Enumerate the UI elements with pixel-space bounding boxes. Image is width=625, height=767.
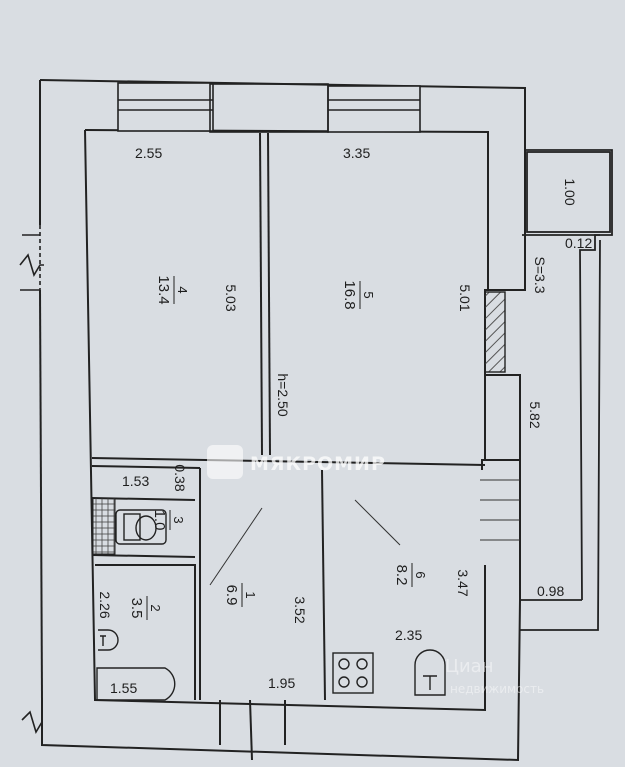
dim-bath-length: 2.26 — [97, 591, 113, 618]
balcony — [520, 149, 613, 631]
room-4-area: 13.4 — [155, 275, 172, 304]
room-3-area: 1.0 — [151, 510, 168, 531]
watermark-brand: МЯКРОМИР — [250, 453, 386, 475]
dim-room4-length: 5.03 — [223, 284, 239, 311]
bathtub-icon — [96, 667, 176, 701]
dim-balcony-gap: 0.12 — [565, 235, 592, 251]
dim-hall-width: 1.95 — [268, 675, 295, 691]
watermark-secondary: Циан — [445, 656, 493, 677]
dim-balcony-length: 5.82 — [527, 401, 543, 428]
watermark-secondary-sub: недвижимость — [450, 682, 544, 696]
room-2-area: 3.5 — [128, 598, 145, 619]
balcony-area: S=3.3 — [532, 257, 548, 294]
break-marks — [19, 225, 44, 734]
dim-room4-width: 2.55 — [135, 145, 162, 161]
dim-kitchen-length: 3.47 — [455, 569, 471, 596]
room-labels: 4 13.4 5 16.8 1 6.9 6 8.2 2 3.5 3 1.0 — [128, 275, 428, 620]
room-4-number: 4 — [175, 286, 190, 293]
room-5-number: 5 — [361, 291, 376, 298]
dim-room5-length: 5.01 — [457, 284, 473, 311]
dim-hall-length: 3.52 — [292, 596, 308, 623]
kitchen-sink-icon — [414, 649, 446, 696]
stove-icon — [332, 652, 374, 694]
room-1-area: 6.9 — [223, 585, 240, 606]
room-2-number: 2 — [148, 604, 163, 611]
door-lines — [209, 479, 520, 586]
top-windows — [117, 82, 421, 133]
hatched-wall — [484, 291, 506, 373]
bath-sink-icon — [98, 629, 119, 651]
watermark: МЯКРОМИР Циан недвижимость — [207, 445, 544, 696]
dim-kitchen-offset: 0.98 — [537, 583, 564, 599]
dim-kitchen-width: 2.35 — [395, 627, 422, 643]
dim-room5-width: 3.35 — [343, 145, 370, 161]
dim-balcony-depth: 1.00 — [562, 178, 578, 205]
room-6-area: 8.2 — [393, 565, 410, 586]
interior-walls — [91, 132, 486, 761]
room-3-number: 3 — [171, 516, 186, 523]
dimensions: 2.55 3.35 5.03 5.01 h=2.50 1.00 0.12 S=3… — [97, 145, 592, 696]
room-1-number: 1 — [243, 591, 258, 598]
dim-bath-width: 1.55 — [110, 680, 137, 696]
dim-wc-width: 1.53 — [122, 473, 149, 489]
dim-wc-gap: 0.38 — [172, 464, 188, 491]
outer-walls — [39, 79, 526, 762]
ceiling-height: h=2.50 — [275, 373, 291, 416]
wc-tiles — [92, 497, 116, 555]
room-5-area: 16.8 — [341, 280, 358, 309]
room-6-number: 6 — [413, 571, 428, 578]
watermark-logo-icon — [207, 445, 243, 479]
toilet-icon — [115, 509, 167, 545]
